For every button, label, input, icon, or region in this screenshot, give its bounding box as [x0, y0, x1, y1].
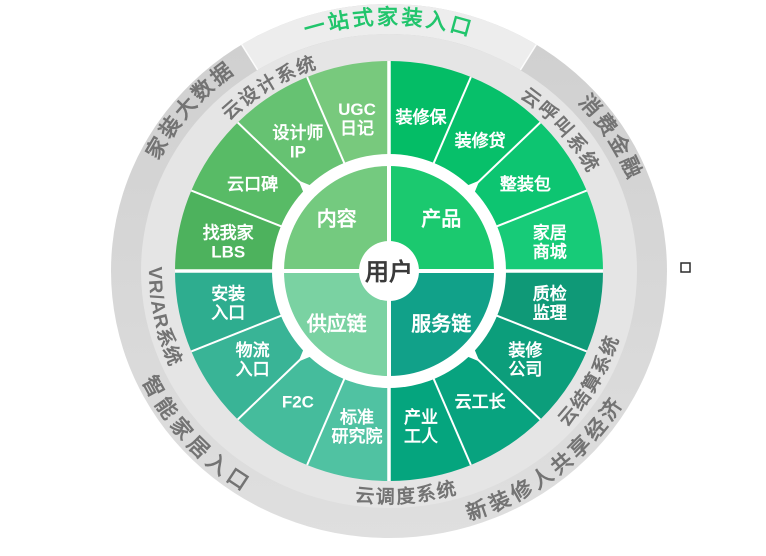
wedge-divider [190, 314, 283, 353]
wedge-divider [237, 352, 308, 421]
segment-divider-right [519, 44, 537, 71]
sector-label-zhuangxiubao: 装修保 [395, 107, 448, 127]
quadrant-label-content: 内容 [317, 207, 357, 231]
sector-label-wuliu-rukou: 物流入口 [236, 340, 270, 379]
quadrant-service-chain [389, 271, 494, 376]
stray-square-marker [680, 262, 691, 273]
sector-label-f2c: F2C [282, 393, 314, 412]
wedge-divider [190, 189, 283, 228]
wedge-divider [470, 352, 541, 421]
wedge-divider [306, 76, 346, 165]
sector-label-yun-koubei: 云口碑 [227, 174, 278, 194]
sector-label-zhuangxiu-gongsi: 装修公司 [507, 340, 543, 379]
sector-zhengzhuangbao [471, 122, 587, 227]
wedge-divider [306, 377, 346, 466]
middle-ring-dividers [175, 61, 603, 481]
white-ring-notches [298, 180, 480, 362]
sector-biaozhun-yanjiuyuan [307, 378, 389, 481]
wedge-divider [495, 314, 588, 353]
wedge-divider [432, 76, 472, 165]
quadrant-label-supply-chain: 供应链 [306, 311, 368, 335]
ring-notch [459, 341, 480, 362]
center-label: 用户 [365, 258, 413, 286]
sector-zhuangxiudai [433, 77, 541, 189]
sector-yun-koubei [191, 122, 307, 227]
wedge-divider [432, 377, 472, 466]
sector-label-zhengzhuangbao: 整装包 [500, 174, 551, 194]
sector-label-jiaju-shangcheng: 家居商城 [533, 222, 567, 261]
outer-ring-highlight-segment [241, 4, 537, 70]
quadrant-label-service-chain: 服务链 [411, 311, 472, 335]
sector-wuliu-rukou [191, 315, 307, 420]
sector-label-zhuangxiudai: 装修贷 [454, 131, 506, 151]
quadrant-content [284, 166, 389, 271]
quadrant-supply-chain [284, 271, 389, 376]
quadrant-product [389, 166, 494, 271]
sector-chanye-gongren [389, 378, 471, 481]
sector-anzhuang-rukou [175, 271, 282, 352]
quadrant-label-product: 产品 [421, 207, 461, 231]
sector-label-anzhuang-rukou: 安装入口 [211, 284, 245, 323]
center-circle [359, 241, 419, 301]
ring-notch [459, 180, 480, 201]
wedge-divider [495, 189, 588, 228]
sector-label-biaozhun-yanjiuyuan: 标准研究院 [332, 407, 383, 446]
sector-yun-gongzhang [433, 353, 541, 465]
wedge-divider [237, 121, 308, 190]
sector-ugc-riji [307, 61, 389, 164]
sector-shejishi-ip [237, 77, 345, 189]
sector-label-chanye-gongren: 产业工人 [404, 407, 439, 446]
ring-notch [298, 341, 319, 362]
sector-zhijian-jianli [496, 271, 603, 352]
sector-f2c [237, 353, 345, 465]
sector-zhaowojia-lbs [175, 190, 282, 271]
sector-label-yun-gongzhang: 云工长 [455, 392, 507, 412]
ring-notch [298, 180, 319, 201]
segment-divider-left [241, 44, 259, 71]
sector-zhuangxiubao [389, 61, 471, 164]
sector-jiaju-shangcheng [496, 190, 603, 271]
wedge-divider [470, 121, 541, 190]
sector-zhuangxiu-gongsi [471, 315, 587, 420]
sector-label-zhijian-jianli: 质检监理 [533, 284, 567, 323]
